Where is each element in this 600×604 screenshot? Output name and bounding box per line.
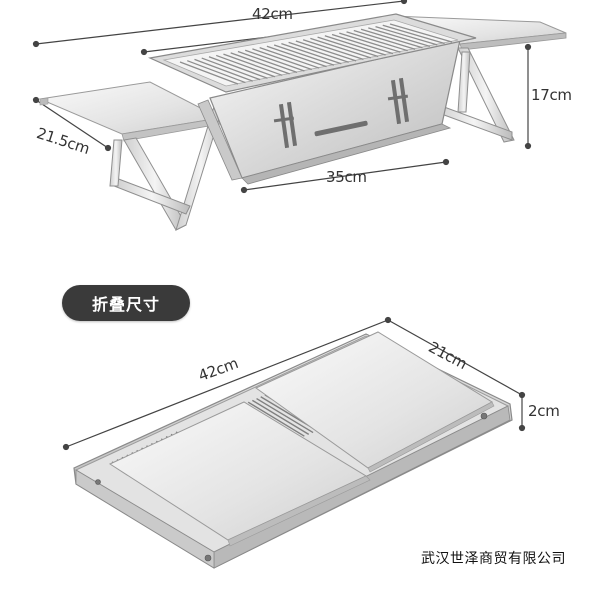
dimension-line-depth (32, 96, 112, 152)
grate-bar (302, 39, 364, 60)
grate-bar (187, 60, 246, 84)
dimension-line-height (524, 43, 532, 150)
grate-bar (368, 27, 431, 47)
top-length-label: 42cm (252, 5, 293, 23)
grate-bar (375, 25, 438, 46)
grate-bar (266, 45, 327, 68)
grate-bar (230, 52, 290, 75)
grate-bar (215, 54, 276, 78)
base-length-label: 35cm (326, 168, 367, 186)
grate-bar (317, 36, 379, 58)
grate-bar (310, 37, 372, 59)
grate-bar (389, 23, 453, 43)
grate-bar (252, 48, 313, 71)
grate-bar (194, 58, 253, 82)
grate-bar (273, 44, 335, 66)
left-legs (109, 95, 227, 231)
rivets (95, 412, 488, 562)
grate-bar (360, 28, 423, 49)
grate-bar (324, 35, 386, 56)
folded-grate-bar (247, 401, 305, 437)
grate-bar (339, 32, 401, 53)
folded-thickness-label: 2cm (528, 402, 560, 420)
vent-cutouts (273, 77, 410, 149)
grate-bar (353, 29, 416, 50)
firebox-body (197, 39, 461, 185)
grate-bar (259, 46, 320, 69)
folded-plates (108, 331, 495, 547)
grate-bar (237, 50, 298, 74)
grate-bar (288, 41, 349, 63)
grate-bar (382, 24, 445, 45)
grate-bar (331, 33, 394, 55)
grate-bar (346, 31, 408, 52)
dimension-line-bottom (240, 158, 450, 194)
folded-grate-bar (256, 397, 314, 434)
grate-bar (244, 49, 305, 72)
grill-grate (179, 23, 453, 85)
folded-grate-bar (252, 399, 310, 435)
grate-bar (295, 40, 357, 62)
right-legs (435, 47, 515, 143)
height-label: 17cm (531, 86, 572, 104)
folded-size-badge: 折叠尺寸 (62, 285, 190, 321)
grate-bar (223, 53, 283, 76)
grate-bar (201, 57, 261, 81)
grate-bar (179, 61, 239, 85)
grate-bar (208, 56, 268, 79)
dimension-line-top-length (32, 0, 408, 48)
grate-bar (281, 43, 342, 65)
folded-dimension-thickness (518, 395, 526, 432)
company-watermark: 武汉世泽商贸有限公司 (421, 551, 566, 567)
